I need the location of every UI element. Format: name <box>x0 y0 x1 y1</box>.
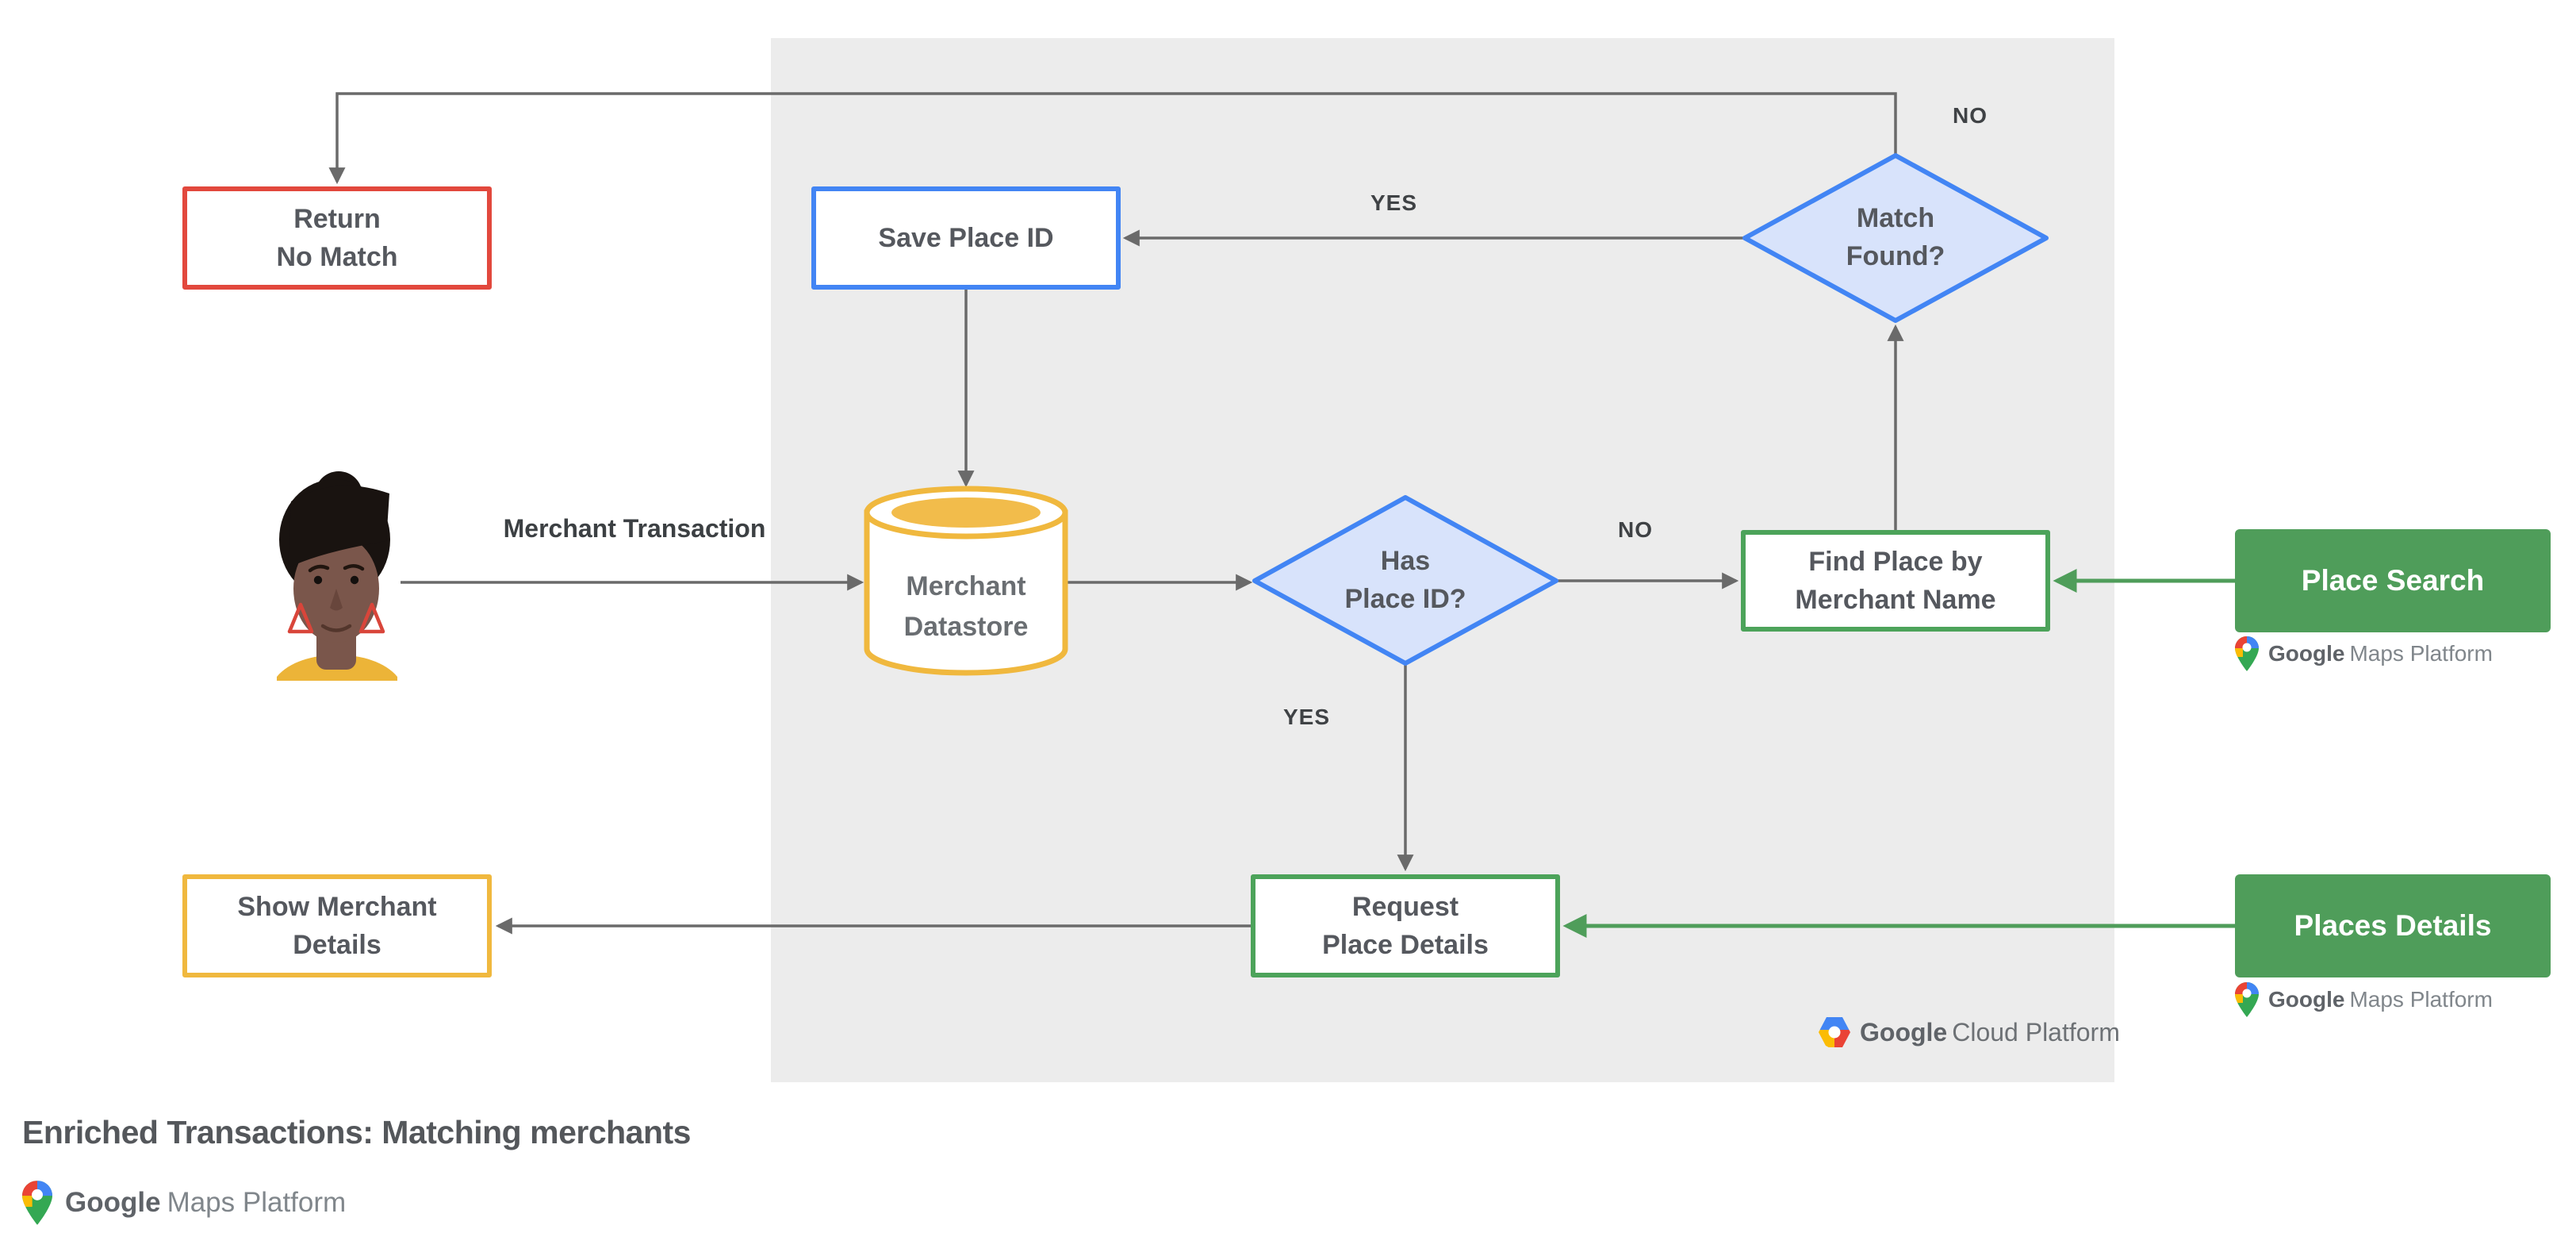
avatar-eyebrow-left <box>308 564 330 573</box>
node-place-search: Place Search <box>2235 529 2551 632</box>
avatar-earring-left <box>287 602 314 634</box>
page-title: Enriched Transactions: Matching merchant… <box>22 1114 691 1150</box>
avatar-bangs <box>288 486 389 568</box>
edge-match-no-to-return <box>328 92 1897 185</box>
edge-label-match-yes: YES <box>1370 190 1418 215</box>
node-merchant-datastore-label: Merchant Datastore <box>903 571 1029 642</box>
avatar-mouth <box>320 624 352 632</box>
node-match-found-label: Match Found? <box>1846 203 1945 271</box>
logo-google-word: Google <box>1860 1017 1948 1047</box>
node-return-no-match: Return No Match <box>182 186 492 290</box>
edge-label-has-yes: YES <box>1283 705 1331 729</box>
maps-pin-icon <box>2235 982 2259 1017</box>
logo-google-word: Google <box>2268 987 2345 1012</box>
node-places-details: Places Details <box>2235 874 2551 977</box>
cloud-hexagon-icon <box>1819 1017 1850 1047</box>
edge-label-merchant-transaction: Merchant Transaction <box>503 514 766 543</box>
node-save-place-id: Save Place ID <box>811 186 1121 290</box>
avatar-eye-left <box>313 575 323 585</box>
node-find-place-by-merchant-name: Find Place by Merchant Name <box>1741 530 2050 632</box>
logo-google-word: Google <box>65 1187 161 1218</box>
maps-pin-icon <box>2235 636 2259 671</box>
match-found-diamond <box>1742 153 2049 323</box>
avatar-eyebrow-right <box>343 564 365 571</box>
logo-product-word: Maps Platform <box>2349 641 2493 666</box>
logo-google-word: Google <box>2268 641 2345 666</box>
logo-product-word: Cloud Platform <box>1952 1017 2120 1047</box>
merchant-datastore-cylinder <box>864 486 1068 676</box>
edge-label-has-no: NO <box>1618 517 1653 542</box>
maps-pin-icon <box>22 1181 52 1225</box>
avatar-earring-right <box>358 602 385 634</box>
avatar-nose <box>330 589 343 611</box>
logo-product-word: Maps Platform <box>167 1187 347 1218</box>
node-has-place-id-label: Has Place ID? <box>1344 546 1466 614</box>
node-request-place-details: Request Place Details <box>1251 874 1560 977</box>
has-place-id-diamond <box>1252 495 1558 666</box>
edge-label-match-no: NO <box>1953 103 1988 128</box>
avatar-eye-right <box>350 575 359 585</box>
customer-avatar <box>277 471 397 681</box>
node-show-merchant-details: Show Merchant Details <box>182 874 492 977</box>
logo-product-word: Maps Platform <box>2349 987 2493 1012</box>
